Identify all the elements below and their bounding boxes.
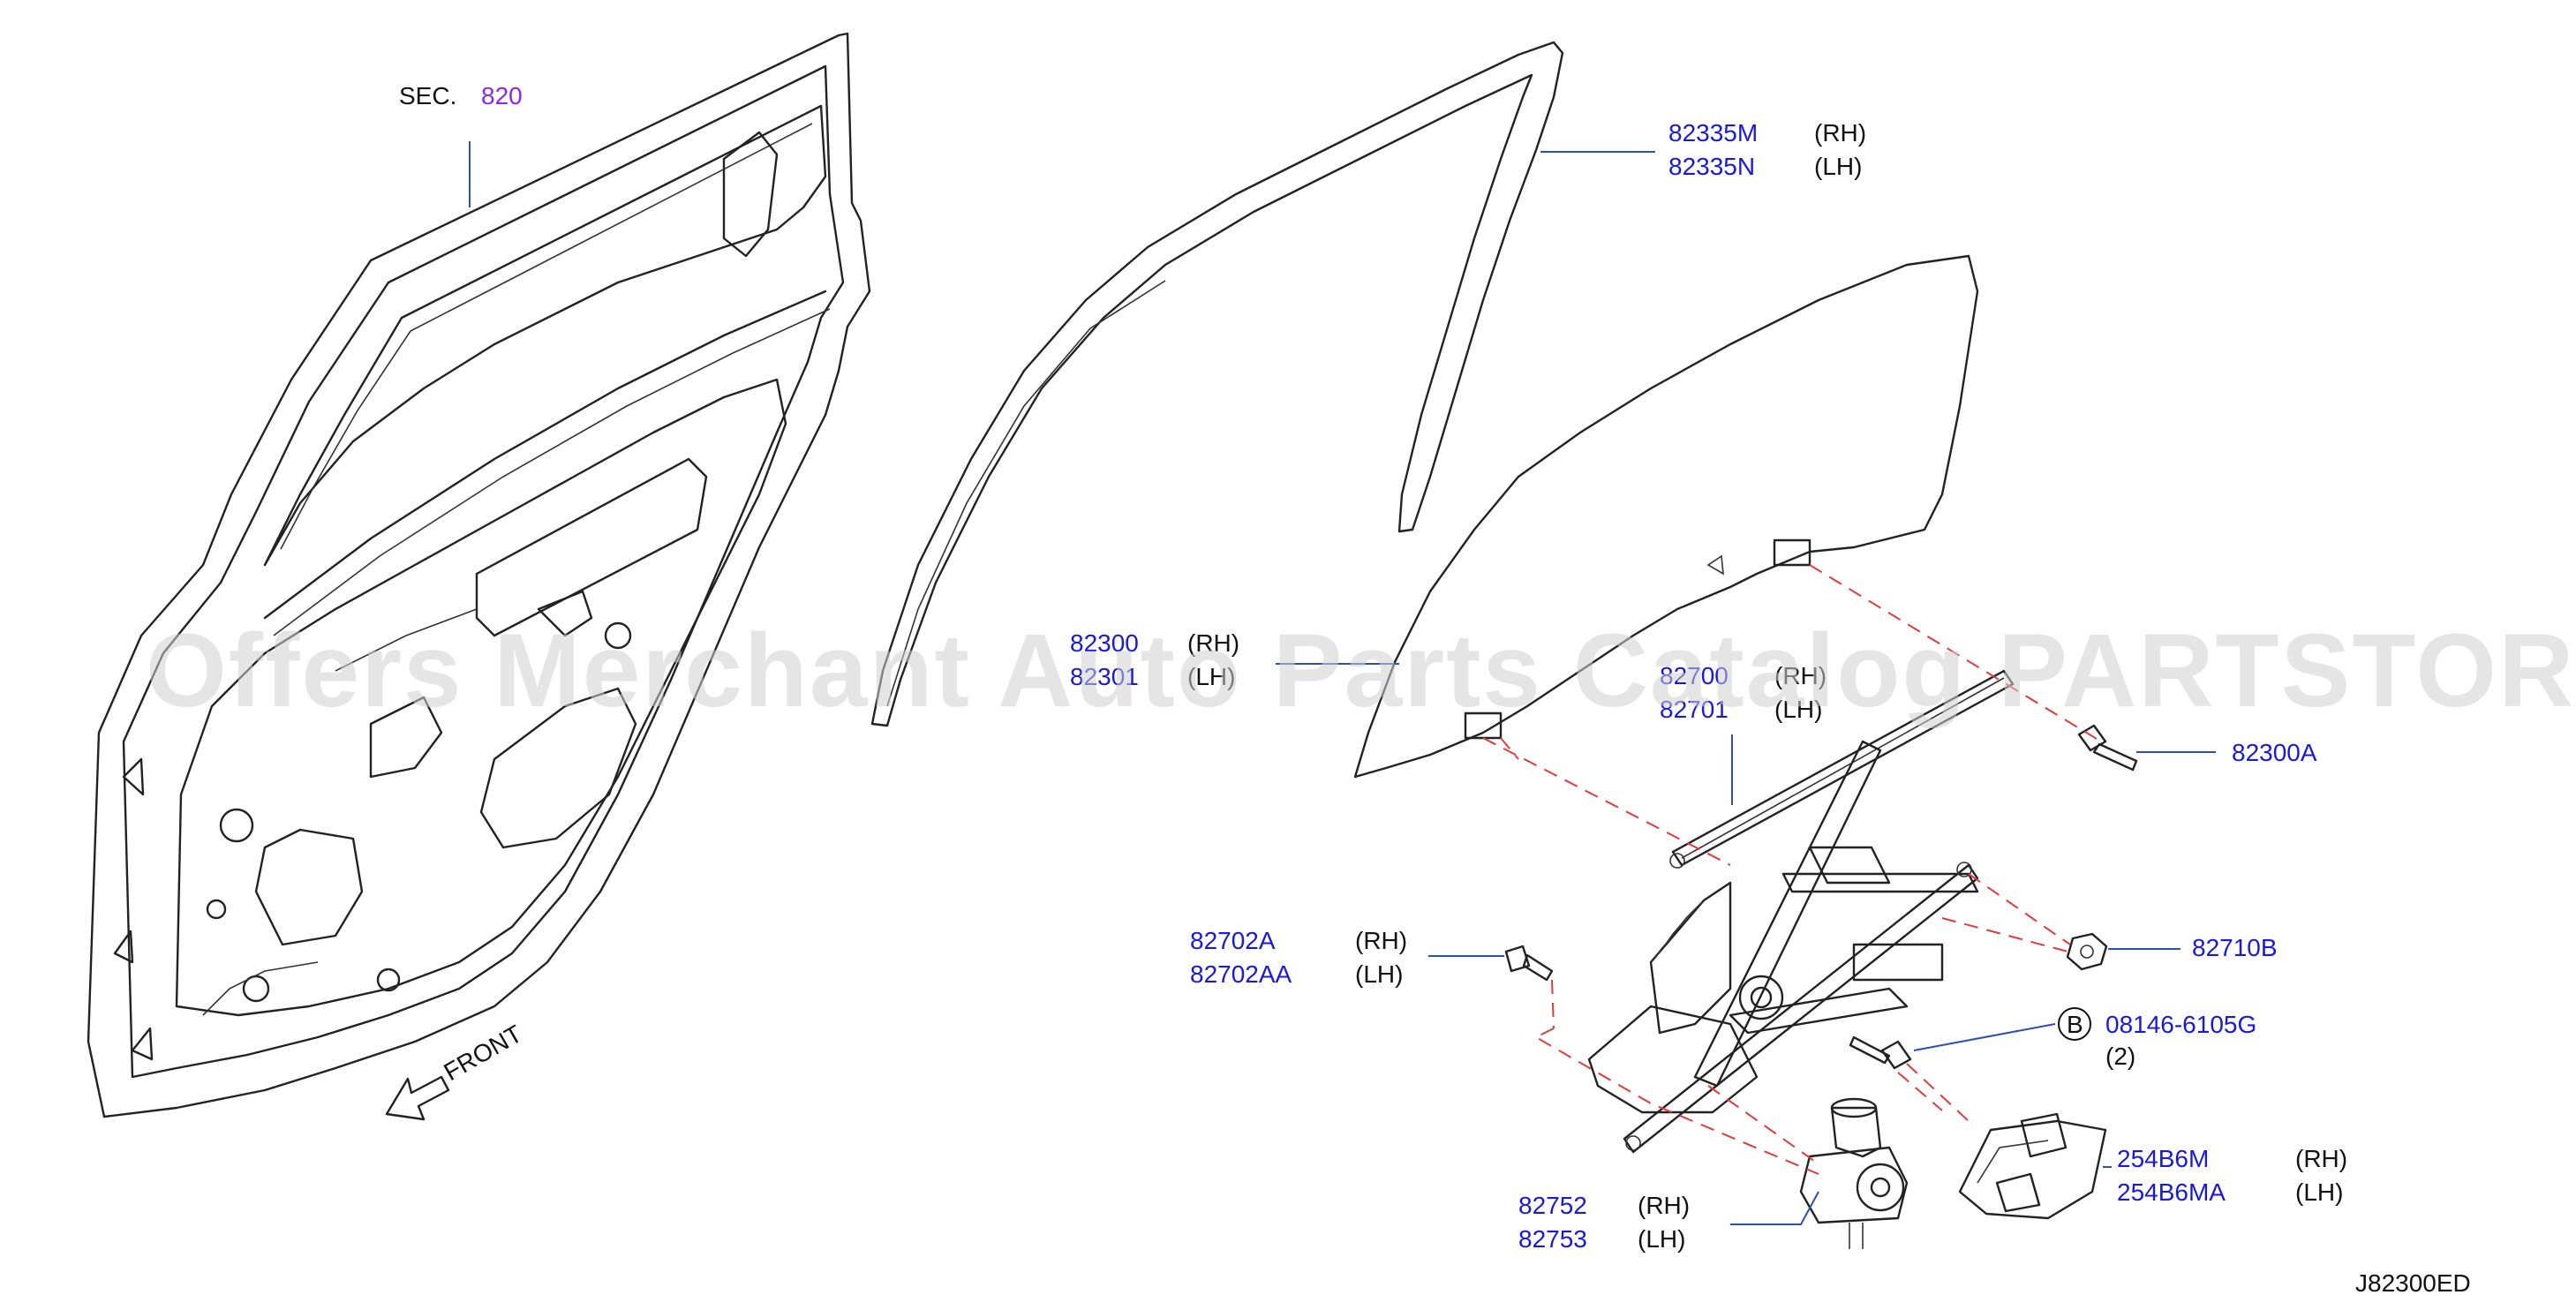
- window-motor-drawing: [1799, 1097, 1909, 1249]
- motor-leader-line: [1730, 1191, 1819, 1225]
- sec-prefix: SEC.: [399, 82, 456, 109]
- watermark-text: Offers Merchant Auto Parts Catalog PARTS…: [146, 613, 2576, 729]
- nut-icon: [2066, 932, 2108, 971]
- side-rh-label: (RH): [1814, 119, 1866, 147]
- part-82335n-link[interactable]: 82335N: [1668, 153, 1755, 180]
- bolt-icon: [2077, 724, 2138, 772]
- part-08146-6105g-link[interactable]: 08146-6105G: [2105, 1011, 2256, 1038]
- side-rh-label: (RH): [1355, 927, 1407, 954]
- part-82753-link[interactable]: 82753: [1518, 1225, 1587, 1253]
- glass-run-sash-drawing: [870, 41, 1564, 727]
- control-module-drawing: [1958, 1112, 2107, 1220]
- bolt-b-leader-line: [1913, 1023, 2056, 1051]
- side-lh-label: (LH): [2295, 1178, 2343, 1206]
- diagram-code: J82300ED: [2355, 1269, 2471, 1297]
- part-82300-link[interactable]: 82300: [1070, 629, 1139, 657]
- side-lh-label: (LH): [1774, 696, 1822, 723]
- reference-badge-icon: [2058, 1007, 2091, 1041]
- part-82710b-link[interactable]: 82710B: [2192, 934, 2278, 961]
- sec-820-link[interactable]: 820: [481, 82, 523, 109]
- part-254b6m-link[interactable]: 254B6M: [2117, 1145, 2209, 1172]
- side-rh-label: (RH): [1187, 629, 1239, 657]
- front-arrow-icon: [385, 1075, 450, 1121]
- part-82700-link[interactable]: 82700: [1660, 662, 1729, 689]
- side-rh-label: (RH): [1638, 1192, 1690, 1219]
- part-82702aa-link[interactable]: 82702AA: [1190, 960, 1292, 988]
- window-regulator-drawing: [1587, 669, 2015, 1154]
- part-82701-link[interactable]: 82701: [1660, 696, 1729, 723]
- part-82301-link[interactable]: 82301: [1070, 663, 1139, 690]
- reference-badge-letter: B: [2067, 1011, 2083, 1038]
- side-lh-label: (LH): [1187, 663, 1235, 690]
- part-254b6ma-link[interactable]: 254B6MA: [2117, 1178, 2226, 1206]
- side-lh-label: (LH): [1638, 1225, 1685, 1253]
- part-82752-link[interactable]: 82752: [1518, 1192, 1587, 1219]
- side-lh-label: (LH): [1814, 153, 1862, 180]
- side-rh-label: (RH): [2295, 1145, 2347, 1172]
- bolt-icon: [1849, 1035, 1912, 1070]
- assembly-guide-lines: [1482, 564, 2102, 1175]
- bolt-icon: [1504, 945, 1554, 982]
- side-rh-label: (RH): [1774, 662, 1827, 689]
- door-panel-drawing: [87, 32, 871, 1118]
- quantity-label: (2): [2105, 1043, 2135, 1070]
- part-82702a-link[interactable]: 82702A: [1190, 927, 1276, 954]
- front-label: FRONT: [440, 1020, 527, 1086]
- side-lh-label: (LH): [1355, 960, 1403, 988]
- part-82335m-link[interactable]: 82335M: [1668, 119, 1758, 147]
- part-82300a-link[interactable]: 82300A: [2232, 739, 2317, 766]
